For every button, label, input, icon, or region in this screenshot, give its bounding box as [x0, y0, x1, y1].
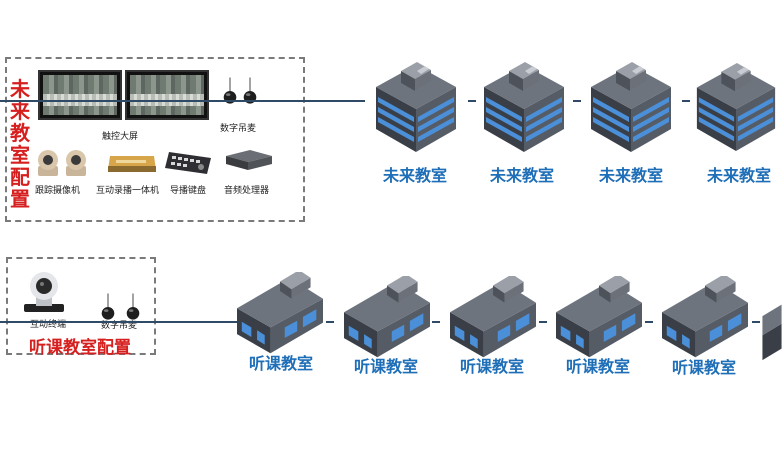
- future-config-title-char: 来: [10, 99, 30, 123]
- future-config-title-char: 配: [10, 165, 30, 189]
- future-classroom-building-icon: [478, 57, 570, 157]
- future-classroom-label: 未来教室: [707, 166, 772, 185]
- audio-processor-icon: [226, 150, 272, 170]
- future-classroom-building-icon: [692, 57, 780, 157]
- future-classroom-label: 未来教室: [490, 166, 555, 185]
- connector-dash: [539, 321, 547, 323]
- future-classroom-building-icon: [370, 57, 462, 157]
- future-classroom-label: 未来教室: [599, 166, 664, 185]
- recorder-icon: [108, 156, 156, 172]
- future-config-title-char: 室: [10, 143, 30, 167]
- touch-screen-left: [38, 70, 122, 120]
- listen-classroom-building-icon: [655, 276, 755, 362]
- connector-dash: [468, 100, 476, 102]
- listen-classroom-label: 听课教室: [249, 354, 314, 373]
- connector-dash: [573, 100, 581, 102]
- connector-dash: [432, 321, 440, 323]
- recorder-label: 互动录播一体机: [96, 186, 160, 196]
- tracking-camera-label: 跟踪摄像机: [35, 186, 81, 196]
- future-classroom-label: 未来教室: [383, 166, 448, 185]
- director-keyboard-icon: [165, 152, 211, 174]
- connector-dash: [645, 321, 653, 323]
- listen-classroom-building-icon-partial: [762, 304, 782, 361]
- digital-mic-label: 数字吊麦: [101, 321, 138, 331]
- top-connection-line: [0, 100, 365, 102]
- connector-dash: [752, 321, 760, 323]
- listen-classroom-label: 听课教室: [354, 357, 419, 376]
- listen-classroom-building-icon: [443, 276, 543, 362]
- bottom-connection-line: [0, 321, 245, 323]
- future-classroom-building-icon: [585, 57, 677, 157]
- future-config-title-char: 未: [10, 77, 30, 101]
- future-config-box: [5, 57, 305, 222]
- listen-config-box: [6, 257, 156, 355]
- future-config-title-char: 教: [10, 121, 30, 145]
- listen-classroom-building-icon: [230, 272, 330, 358]
- future-config-title-char: 置: [10, 187, 30, 211]
- audio-processor-label: 音频处理器: [224, 186, 270, 196]
- connector-dash: [682, 100, 690, 102]
- listen-classroom-building-icon: [337, 276, 437, 362]
- listen-config-title: 听课教室配置: [29, 338, 131, 358]
- listen-classroom-label: 听课教室: [672, 358, 737, 377]
- director-keyboard-label: 导播键盘: [170, 186, 207, 196]
- listen-classroom-building-icon: [549, 276, 649, 362]
- touch-screen-right: [125, 70, 209, 120]
- interactive-terminal-label: 互动终端: [30, 320, 67, 330]
- tracking-camera-icon: [38, 150, 86, 176]
- touch-screen-label: 触控大屏: [102, 132, 139, 142]
- digital-mic-label: 数字吊麦: [220, 124, 257, 134]
- interactive-terminal-icon: [24, 272, 64, 312]
- listen-classroom-label: 听课教室: [566, 357, 631, 376]
- connector-dash: [326, 321, 334, 323]
- listen-classroom-label: 听课教室: [460, 357, 525, 376]
